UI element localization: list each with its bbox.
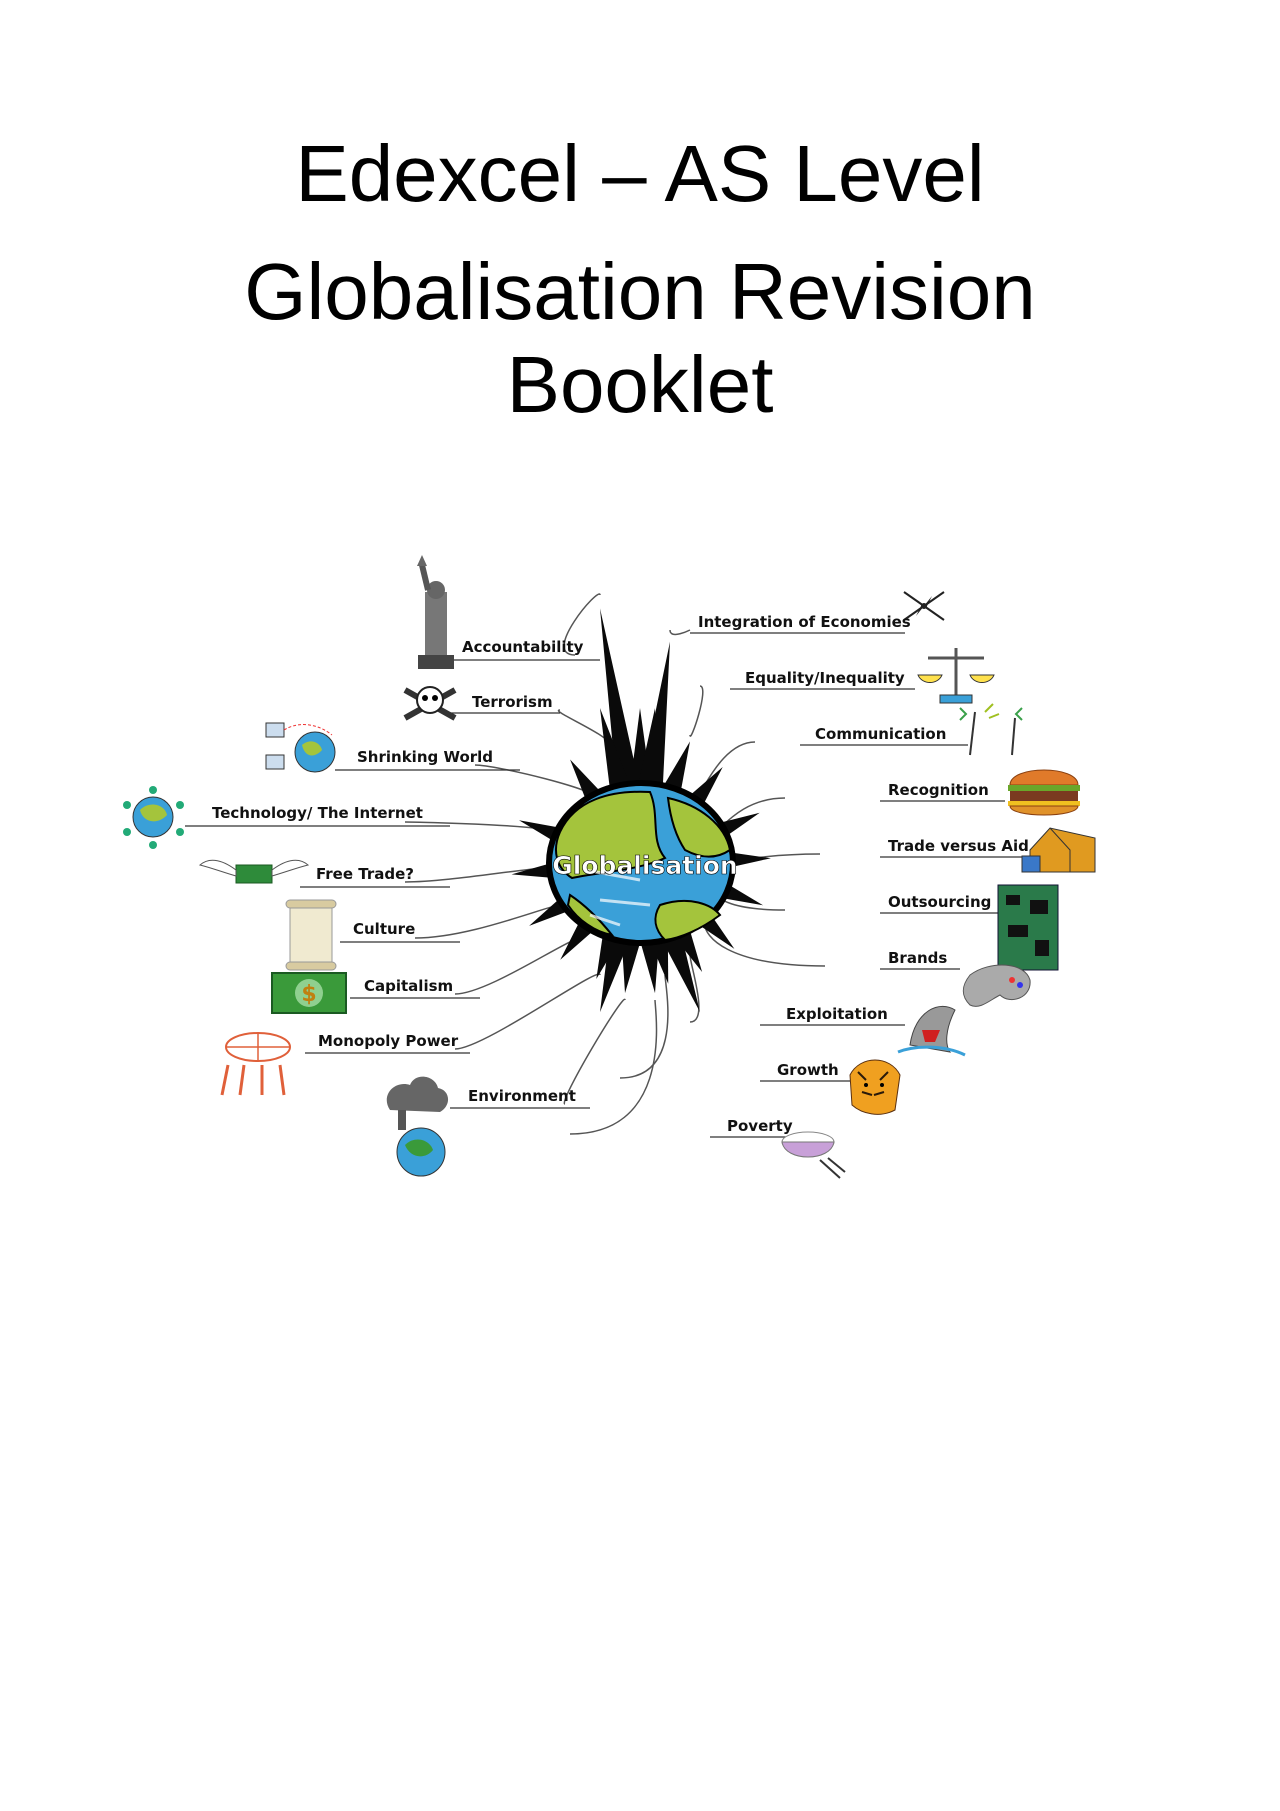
branch-label-exploitation: Exploitation xyxy=(786,1005,888,1023)
branch-connector-environment xyxy=(563,999,626,1105)
branch-label-recognition: Recognition xyxy=(888,781,989,799)
branch-label-integration-of-economies: Integration of Economies xyxy=(698,613,911,631)
shark-icon xyxy=(897,1005,966,1057)
branch-connector-accountability xyxy=(563,593,601,656)
winged-money-icon xyxy=(198,859,310,884)
game-controller-icon xyxy=(962,964,1031,1007)
branch-label-terrorism: Terrorism xyxy=(472,693,553,711)
branch-label-technology-internet: Technology/ The Internet xyxy=(212,804,423,822)
dollar-bill-icon: $ xyxy=(271,972,347,1014)
branch-label-culture: Culture xyxy=(353,920,415,938)
polluted-earth-icon xyxy=(386,1076,449,1177)
spike-20 xyxy=(634,708,660,804)
branch-label-trade-versus-aid: Trade versus Aid xyxy=(888,837,1029,855)
burger-icon xyxy=(1008,769,1080,816)
svg-text:$: $ xyxy=(301,982,316,1007)
branch-connector-poverty xyxy=(569,999,658,1135)
branch-connector-monopoly-power xyxy=(454,973,601,1050)
document-title-line-3: Booklet xyxy=(506,340,774,429)
branch-label-environment: Environment xyxy=(468,1087,576,1105)
radio-towers-icon xyxy=(959,703,1023,756)
scales-icon xyxy=(917,648,995,704)
compass-rose-icon xyxy=(903,591,945,621)
circuit-board-icon xyxy=(997,884,1059,971)
branch-label-capitalism: Capitalism xyxy=(364,977,453,995)
warehouse-icon xyxy=(1021,827,1096,873)
branch-connector-growth xyxy=(619,974,669,1079)
branch-connector-culture xyxy=(414,902,571,939)
branch-label-communication: Communication xyxy=(815,725,946,743)
branch-label-brands: Brands xyxy=(888,949,947,967)
central-globe: Globalisation xyxy=(546,780,738,946)
document-title-line-2: Globalisation Revision xyxy=(244,247,1036,336)
branch-label-equality-inequality: Equality/Inequality xyxy=(745,669,905,687)
networked-computers-globe-icon xyxy=(265,722,336,773)
branch-connector-brands xyxy=(704,924,826,967)
connected-globe-icon xyxy=(123,786,184,849)
branch-connector-capitalism xyxy=(454,938,581,995)
branch-icons: $ xyxy=(123,555,1096,1179)
branch-label-growth: Growth xyxy=(777,1061,839,1079)
branch-connector-integration-of-economies xyxy=(669,629,691,636)
skull-crossbones-icon xyxy=(403,686,457,721)
branch-label-accountability: Accountability xyxy=(462,638,584,656)
people-holding-globe-icon xyxy=(220,1032,291,1096)
tiger-icon xyxy=(849,1059,901,1115)
branch-connector-equality-inequality xyxy=(689,685,704,737)
center-label: Globalisation xyxy=(552,851,737,880)
branch-connector-exploitation xyxy=(689,954,700,1023)
rice-bowl-icon xyxy=(781,1131,846,1179)
scroll-icon xyxy=(285,899,337,971)
branch-label-poverty: Poverty xyxy=(727,1117,793,1135)
document-title-line-1: Edexcel – AS Level xyxy=(295,129,985,218)
branch-labels: Accountability Terrorism Shrinking World… xyxy=(212,613,1029,1135)
spike-0 xyxy=(600,608,643,805)
statue-of-liberty-icon xyxy=(417,555,454,669)
branch-label-shrinking-world: Shrinking World xyxy=(357,748,493,766)
branch-label-free-trade: Free Trade? xyxy=(316,865,414,883)
branch-label-monopoly-power: Monopoly Power xyxy=(318,1032,459,1050)
branch-label-outsourcing: Outsourcing xyxy=(888,893,991,911)
